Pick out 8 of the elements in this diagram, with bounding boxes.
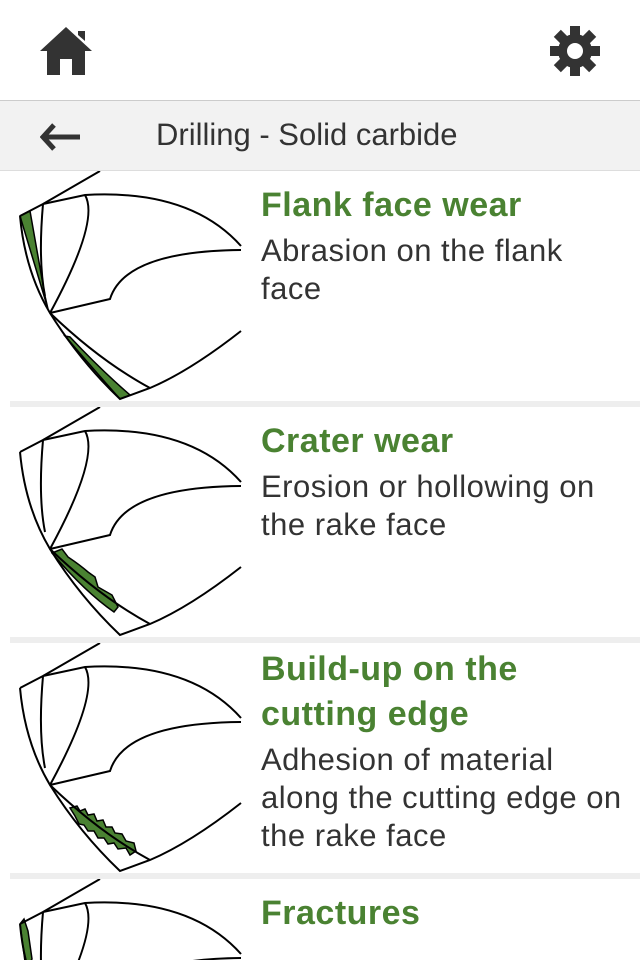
item-heading: Flank face wear: [261, 185, 523, 226]
page-title: Drilling - Solid carbide: [156, 117, 458, 153]
item-heading: Crater wear: [261, 421, 455, 462]
item-description: Abrasion on the flank face: [261, 232, 564, 308]
item-description: Adhesion of material along the cutting edge on the rake face: [261, 741, 623, 855]
item-description: Erosion or hollowing on the rake face: [261, 468, 596, 544]
item-heading: Fractures: [261, 893, 422, 934]
item-heading: Build-up on the cutting edge: [261, 649, 519, 735]
